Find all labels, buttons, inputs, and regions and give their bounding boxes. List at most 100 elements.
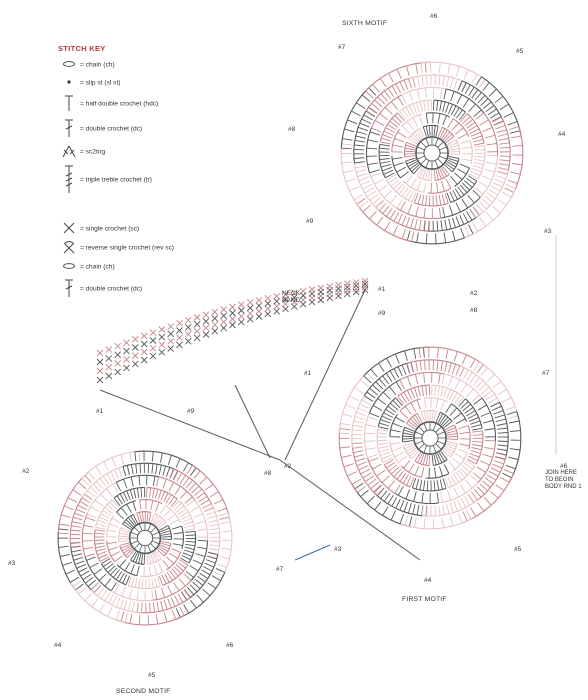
stitch-mark <box>341 147 352 150</box>
stitch-mark <box>356 461 367 467</box>
stitch-mark <box>183 573 192 581</box>
stitch-mark <box>450 105 457 116</box>
stitch-mark <box>469 128 480 134</box>
stitch-mark <box>92 483 101 492</box>
stitch-mark <box>443 232 447 243</box>
stitch-mark <box>489 112 500 119</box>
stitch-mark <box>170 498 178 507</box>
sc-mark <box>167 330 175 338</box>
round-arc <box>462 473 515 524</box>
stitch-mark <box>509 130 521 134</box>
stitch-mark <box>125 548 134 557</box>
stitch-mark <box>94 539 105 541</box>
round-arc <box>137 597 191 614</box>
stitch-mark <box>400 201 406 211</box>
round-arc <box>181 525 185 549</box>
sc-mark <box>149 344 157 352</box>
stitch-mark <box>460 401 469 409</box>
round-arc <box>406 359 465 369</box>
stitch-mark <box>359 379 369 387</box>
double-crochet-icon <box>58 118 80 140</box>
stitch-mark <box>72 516 83 521</box>
stitch-mark <box>406 475 412 486</box>
round-arc <box>499 402 509 460</box>
stitch-mark <box>425 455 429 466</box>
stitch-mark <box>459 163 470 169</box>
stitch-mark <box>499 103 509 111</box>
round-arc <box>105 514 115 537</box>
stitch-mark <box>475 112 485 120</box>
stitch-mark <box>455 453 465 460</box>
stitch-mark <box>511 135 522 139</box>
stitch-mark <box>130 564 135 574</box>
stitch-mark <box>471 427 483 431</box>
stitch-mark <box>480 460 490 466</box>
stitch-mark <box>156 601 160 612</box>
stitch-mark <box>435 454 440 465</box>
stitch-mark <box>197 575 206 583</box>
stitch-mark <box>379 113 389 121</box>
stitch-mark <box>106 473 113 483</box>
stitch-mark <box>438 466 444 477</box>
stitch-mark <box>496 452 507 456</box>
stitch-mark <box>119 493 126 503</box>
stitch-mark <box>129 613 133 624</box>
stitch-mark <box>449 502 454 513</box>
stitch-mark <box>344 128 355 133</box>
stitch-mark <box>173 582 180 591</box>
center-spoke <box>418 443 425 450</box>
stitch-mark <box>480 98 489 107</box>
stitch-mark <box>166 556 175 564</box>
stitch-mark <box>448 362 452 373</box>
stitch-mark <box>190 506 200 512</box>
round-arc <box>351 443 378 496</box>
stitch-mark <box>173 532 184 535</box>
stitch-mark <box>121 545 131 552</box>
stitch-mark <box>453 501 459 512</box>
center-spoke <box>425 137 430 146</box>
stitch-mark <box>138 578 141 589</box>
stitch-mark <box>185 479 193 489</box>
stitch-mark <box>186 499 196 507</box>
stitch-mark <box>499 476 510 483</box>
stitch-mark <box>401 125 411 134</box>
stitch-mark <box>82 573 92 581</box>
stitch-mark <box>410 361 415 373</box>
round-arc <box>165 504 181 523</box>
round-arc <box>455 139 461 155</box>
stitch-mark <box>136 565 140 576</box>
stitch-mark <box>94 542 105 545</box>
round-arc <box>84 556 112 592</box>
stitch-mark <box>440 360 444 372</box>
stitch-mark <box>450 475 456 485</box>
stitch-mark <box>115 571 123 580</box>
stitch-mark <box>413 165 421 174</box>
stitch-mark <box>433 411 437 422</box>
stitch-mark <box>388 73 394 83</box>
stitch-mark <box>82 540 93 542</box>
stitch-mark <box>437 113 441 124</box>
stitch-mark <box>407 447 417 455</box>
stitch-mark <box>447 63 451 75</box>
stitch-mark <box>217 563 227 569</box>
stitch-mark <box>351 478 362 485</box>
sc-mark <box>352 285 360 293</box>
stitch-mark <box>343 463 354 468</box>
second-motif-round-label: #5 <box>148 672 156 679</box>
stitch-mark <box>437 413 444 424</box>
stitch-mark <box>484 134 496 139</box>
stitch-mark <box>450 91 455 102</box>
stitch-mark <box>379 157 390 161</box>
stitch-mark <box>96 480 104 489</box>
stitch-mark <box>433 454 437 466</box>
stitch-mark <box>173 470 179 480</box>
sc-mark <box>167 345 175 352</box>
center-spoke <box>437 440 446 445</box>
stitch-mark <box>369 193 379 201</box>
round-arc <box>110 590 154 602</box>
round-arc <box>450 180 478 204</box>
stitch-mark <box>158 562 164 573</box>
stitch-mark <box>115 482 122 492</box>
stitch-mark <box>177 561 186 569</box>
stitch-mark <box>110 567 118 576</box>
